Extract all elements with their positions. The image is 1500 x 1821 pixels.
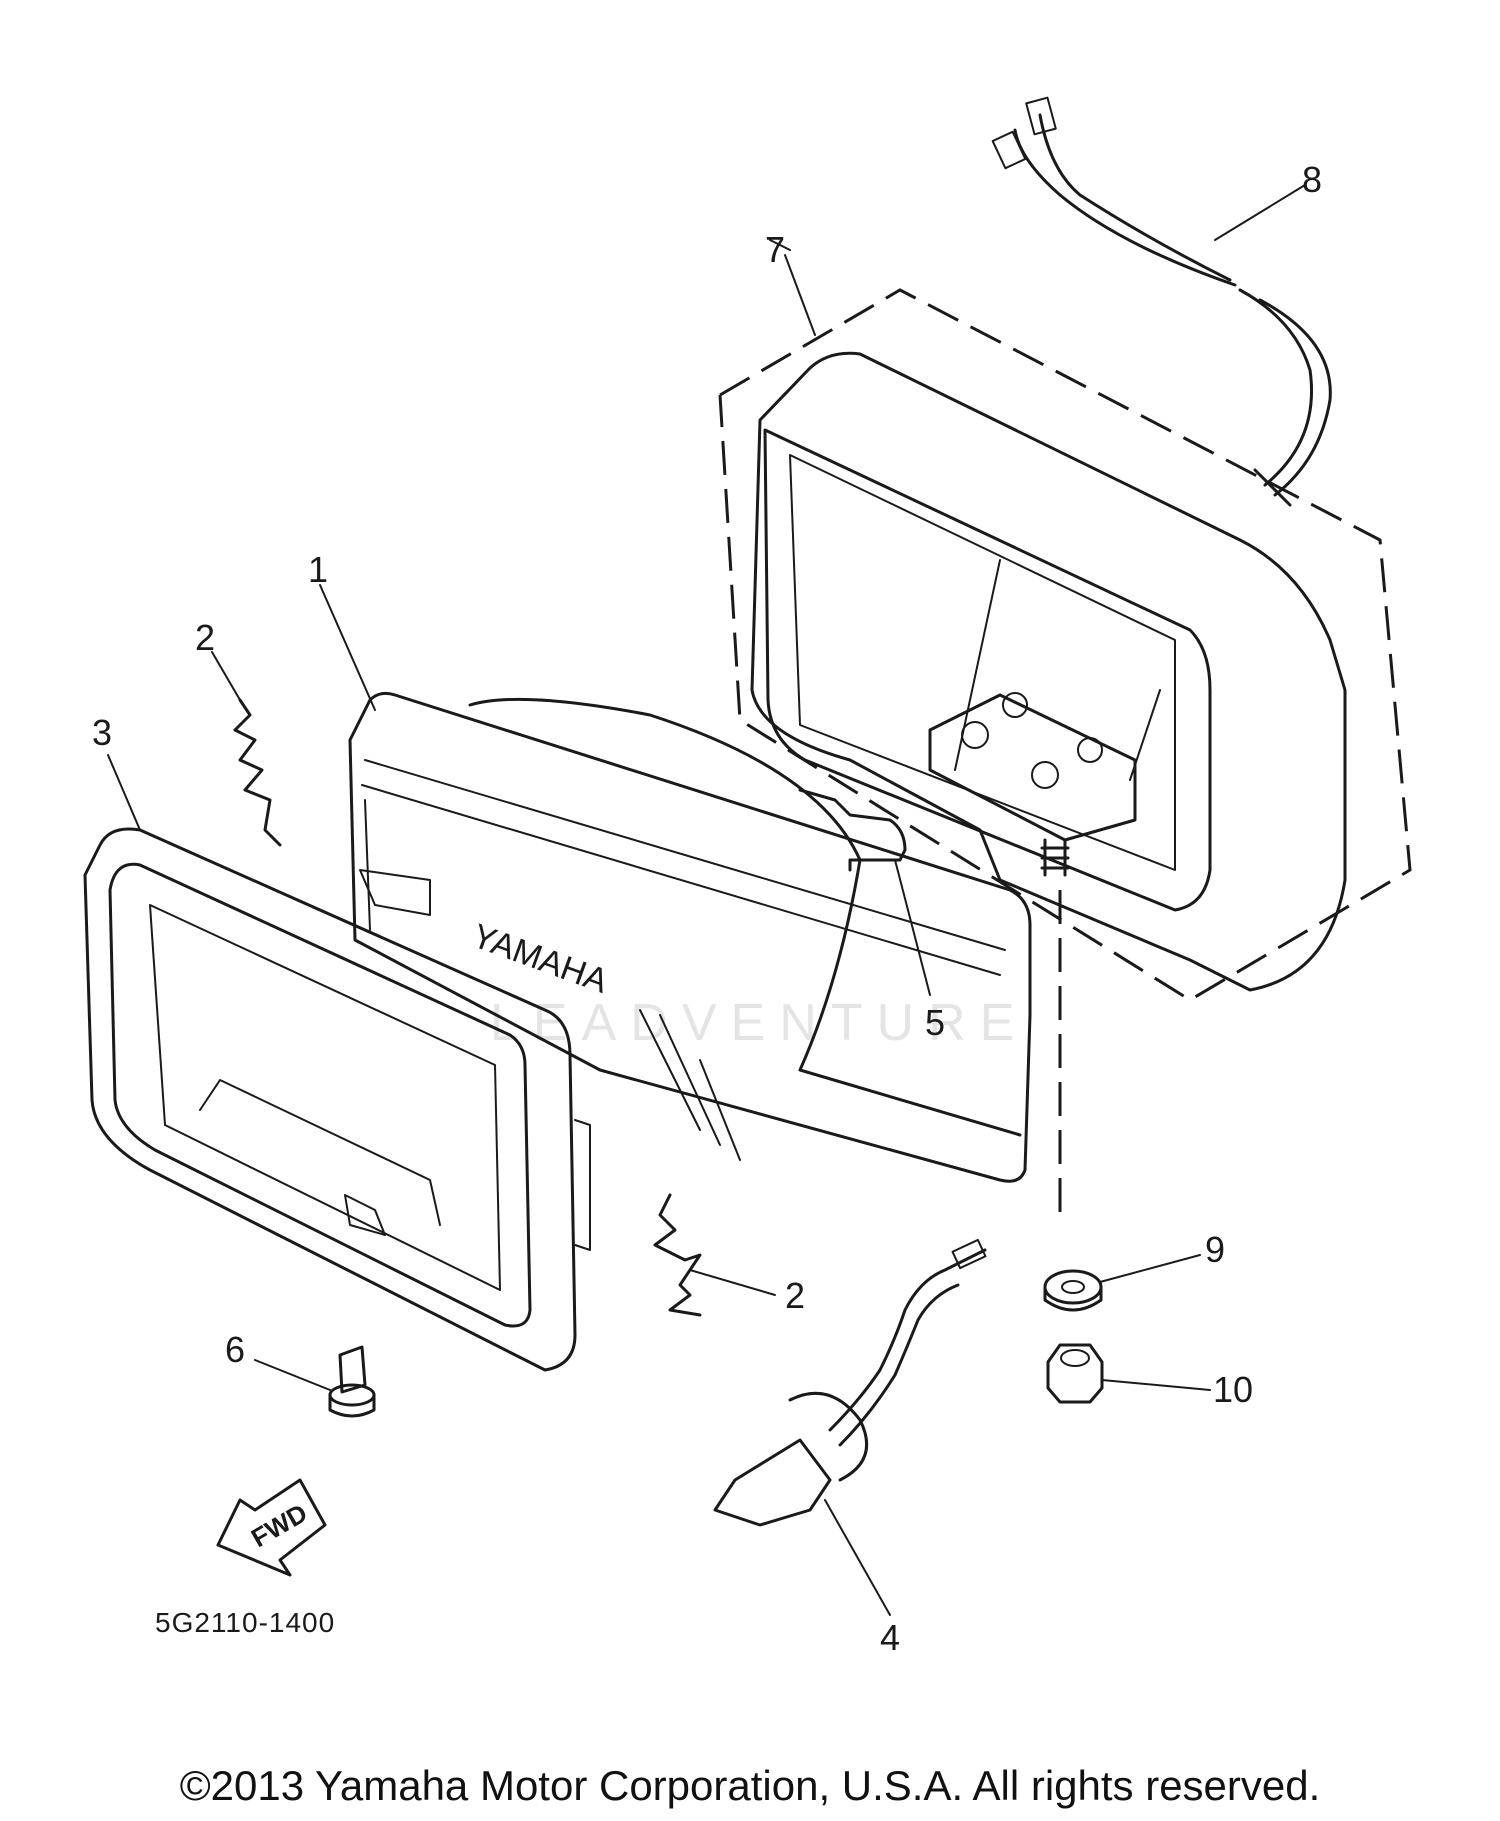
part-cord — [991, 96, 1332, 507]
part-sealed-beam-unit: YAMAHA — [319, 584, 1032, 1183]
fwd-arrow-icon: FWD — [216, 1478, 327, 1577]
callout-2-lower: 2 — [785, 1275, 805, 1316]
callout-1: 1 — [308, 549, 328, 590]
callout-3: 3 — [92, 712, 112, 753]
callout-6: 6 — [225, 1329, 245, 1370]
diagram-code: 5G2110-1400 — [155, 1607, 335, 1638]
part-spring-upper — [211, 651, 282, 847]
part-washer — [1043, 1254, 1201, 1312]
callout-9: 9 — [1205, 1229, 1225, 1270]
callout-7: 7 — [765, 229, 785, 270]
callout-2-upper: 2 — [195, 617, 215, 658]
callout-10: 10 — [1213, 1369, 1253, 1410]
part-screw — [254, 1345, 376, 1418]
fwd-arrow-label: FWD — [246, 1498, 312, 1554]
part-headlight-rim — [83, 754, 591, 1372]
watermark: LEADVENTURE — [490, 994, 1028, 1052]
part-bracket — [798, 788, 931, 996]
part-nut — [1046, 1343, 1211, 1404]
callout-5: 5 — [925, 1002, 945, 1043]
callout-4: 4 — [880, 1617, 900, 1658]
part-bulb — [713, 1238, 987, 1616]
copyright-notice: ©2013 Yamaha Motor Corporation, U.S.A. A… — [179, 1762, 1321, 1809]
part-headlight-housing — [718, 239, 1412, 1225]
part-spring-lower — [653, 1193, 776, 1317]
callout-8: 8 — [1302, 159, 1322, 200]
lens-brand-text: YAMAHA — [467, 917, 613, 1001]
